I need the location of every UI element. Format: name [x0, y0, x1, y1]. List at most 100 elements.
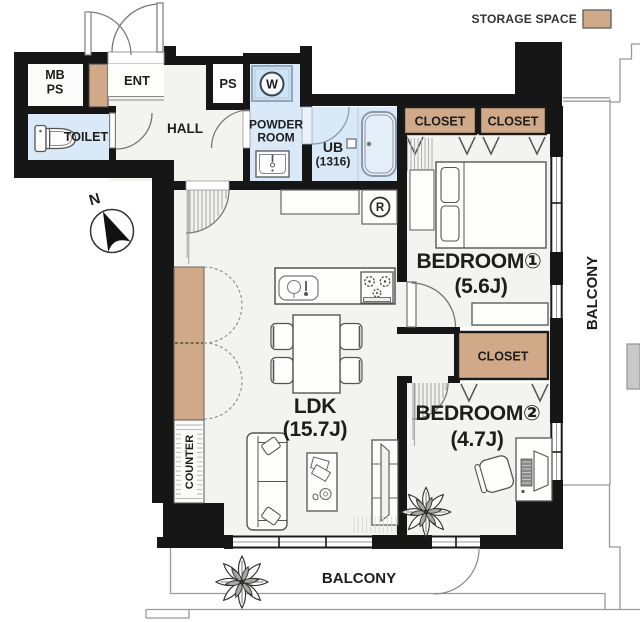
neighbor-outline-top-right [610, 43, 640, 103]
bath-door-handle [346, 138, 357, 149]
dresser [471, 302, 549, 326]
desk [515, 437, 553, 502]
meter-box-door [84, 11, 132, 56]
right-balcony-outer-edge [563, 99, 611, 486]
bedroom1-east-window [550, 157, 563, 252]
toilet-fixture [34, 124, 77, 153]
bedroom2-plant [400, 486, 452, 538]
bedroom2-size-label: (4.7J) [450, 428, 503, 451]
building-outline [145, 43, 640, 619]
coffee-table [306, 452, 338, 512]
unit-bath-door [301, 106, 350, 145]
hall-label: HALL [167, 121, 203, 136]
right-balcony-top-edge [563, 97, 610, 102]
mbps-label-line1: MB [45, 68, 64, 82]
curtain-hatch [407, 138, 433, 171]
windows [233, 157, 563, 549]
ldk-size-label: (15.7J) [283, 418, 347, 441]
closet-folding-doors [406, 136, 549, 403]
doors [84, 2, 480, 595]
ps-interior [213, 64, 243, 103]
closet3-box [456, 330, 550, 381]
closet1-box [402, 105, 478, 136]
toilet-label: TOILET [64, 130, 109, 144]
neighbor-shaft [626, 343, 640, 390]
washer-symbol: W [266, 78, 278, 92]
bottom-balcony-outer-edge [169, 548, 606, 610]
desk-chair [474, 455, 515, 494]
entrance-door [107, 2, 165, 65]
sofa-cushion [261, 436, 281, 456]
compass: N [87, 190, 135, 254]
bedroom1-east-window-small [550, 285, 563, 318]
pillow [440, 166, 460, 204]
legend: STORAGE SPACE [471, 9, 612, 29]
bedroom1-door [397, 281, 457, 328]
neighbor-outline-bottom-right [608, 485, 621, 610]
refrigerator-symbol: R [376, 202, 385, 214]
toilet-door [109, 112, 153, 150]
washing-machine: W [251, 65, 293, 102]
stove [360, 271, 394, 304]
powder-room-door [210, 109, 251, 149]
bedroom2-door [411, 376, 449, 446]
mbps-label-line2: PS [47, 83, 64, 97]
counter-label: COUNTER [184, 435, 196, 489]
powder-room-label-line2: ROOM [257, 131, 294, 145]
bedroom1-furniture [407, 138, 549, 326]
double-bed [435, 161, 547, 249]
room-labels: MB PS ENT HALL PS TOILET POWDER ROOM UB … [45, 68, 601, 587]
balcony-right-label: BALCONY [584, 256, 601, 330]
ent-label: ENT [124, 73, 150, 88]
powder-sink [255, 150, 290, 178]
ent-storage [88, 63, 109, 108]
ub-label: UB [323, 139, 343, 155]
closet2-box [478, 105, 548, 136]
neighbor-outline-bottom [145, 608, 640, 619]
bedroom2-furniture [474, 437, 553, 502]
entrance-step [108, 64, 164, 101]
rug-hatch [353, 516, 397, 533]
refrigerator-circle [369, 196, 391, 218]
cabinet-door-arcs [203, 266, 243, 420]
counter-strip: COUNTER [173, 419, 205, 504]
bedroom1-size-label: (5.6J) [454, 275, 507, 298]
powder-room-label-line1: POWDER [249, 118, 303, 132]
ub-size-label: (1316) [316, 155, 351, 169]
kitchen: R [274, 189, 398, 305]
storage-areas [88, 63, 550, 421]
kitchen-cabinet [280, 189, 360, 215]
compass-needle [102, 211, 131, 253]
walls [14, 42, 563, 549]
bedroom2-south-window [432, 535, 480, 549]
ps-label: PS [219, 76, 237, 91]
dining-table [292, 314, 341, 394]
monitor [533, 450, 549, 492]
washer-circle [259, 71, 285, 97]
legend-swatch [582, 9, 612, 29]
closet1-label: CLOSET [415, 115, 466, 129]
balcony-plant [215, 555, 269, 609]
bedroom2-east-window [550, 423, 563, 480]
bedroom1-label: BEDROOM① [416, 250, 541, 273]
pillow [440, 205, 460, 242]
kitchen-sink [278, 275, 319, 301]
tv-stand [371, 439, 399, 526]
ldk-south-window [233, 535, 372, 549]
bathtub [346, 107, 397, 181]
closet3-label: CLOSET [478, 350, 529, 364]
bedroom2-label: BEDROOM② [415, 402, 540, 425]
dining-set [270, 314, 363, 394]
ldk-tall-cabinet [173, 266, 205, 421]
balcony-door-arc [433, 548, 480, 595]
ldk-label: LDK [294, 395, 336, 418]
closet2-label: CLOSET [488, 115, 539, 129]
balcony-bottom-label: BALCONY [322, 570, 396, 587]
sofa [246, 432, 288, 531]
ldk-door [185, 180, 230, 264]
sofa-cushion [261, 506, 281, 526]
legend-label: STORAGE SPACE [471, 12, 577, 26]
tv [380, 442, 390, 523]
